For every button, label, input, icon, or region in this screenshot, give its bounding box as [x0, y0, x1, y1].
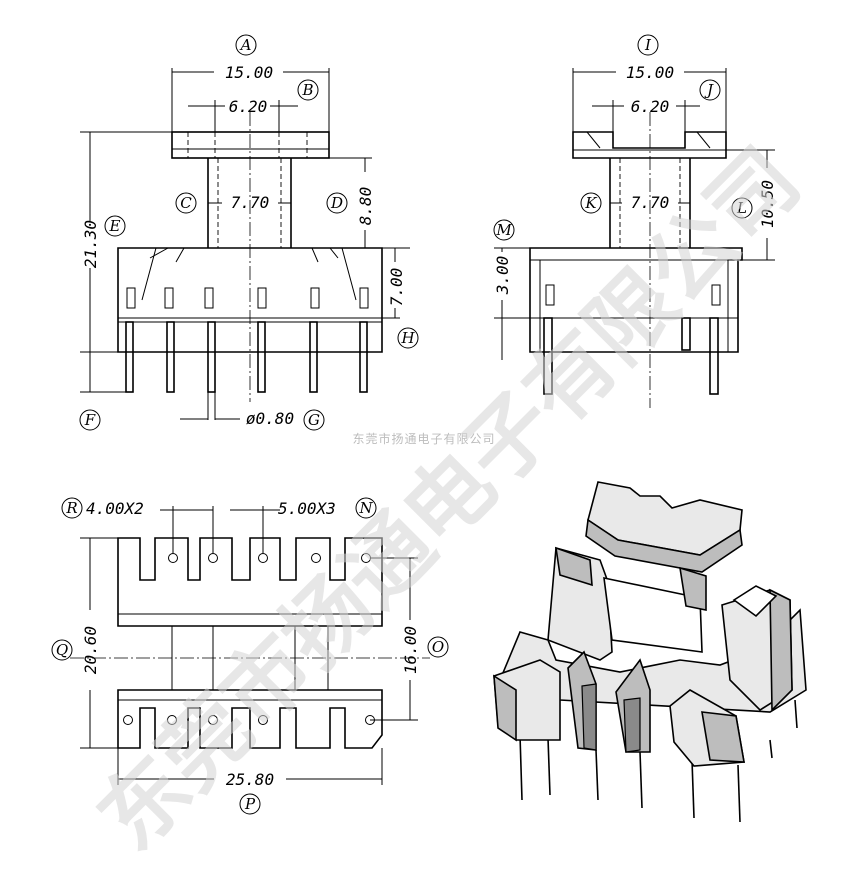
dim-b-value: 6.20 [229, 97, 268, 116]
dim-n-value: 5.00X3 [278, 499, 336, 518]
label-m: M [495, 221, 512, 239]
label-l: L [736, 199, 747, 217]
isometric-view [493, 481, 807, 823]
dim-i-value: 15.00 [626, 63, 674, 82]
dim-c-value: 7.70 [231, 193, 270, 212]
label-g: G [308, 411, 320, 429]
label-j: J [704, 81, 714, 99]
dim-p-value: 25.80 [226, 770, 274, 789]
label-d: D [330, 194, 343, 212]
dim-q-value: 20.60 [81, 626, 100, 674]
dim-a-value: 15.00 [225, 63, 273, 82]
dim-l-value: 10.50 [758, 180, 777, 228]
dim-m-value: 3.00 [493, 256, 512, 296]
label-i: I [644, 36, 652, 54]
label-c: C [180, 194, 192, 212]
dim-r-value: 4.00X2 [86, 499, 144, 518]
bottom-view: R 4.00X2 5.00X3 N 20.60 Q 16.00 O 25.80 … [51, 497, 449, 815]
label-e: E [109, 217, 121, 235]
label-a: A [239, 36, 252, 54]
label-o: O [432, 638, 444, 656]
dim-g-value: ø0.80 [246, 409, 294, 428]
label-b: B [301, 81, 313, 99]
label-r: R [65, 499, 77, 517]
label-p: P [244, 795, 256, 813]
front-view: 15.00 A 6.20 B 7.70 C 8.80 D 21.30 E [79, 34, 419, 431]
label-q: Q [56, 641, 68, 659]
dim-d-value: 8.80 [356, 187, 375, 226]
dim-j-value: 6.20 [631, 97, 670, 116]
label-k: K [584, 194, 597, 212]
dim-o-value: 16.00 [401, 626, 420, 674]
dim-e-value: 21.30 [81, 220, 100, 268]
label-h: H [400, 329, 415, 347]
side-view: 15.00 I 6.20 J 7.70 K 10.50 L 3.00 M [493, 34, 777, 408]
dim-h-value: 7.00 [387, 268, 406, 307]
dim-k-value: 7.70 [631, 193, 670, 212]
label-f: F [84, 411, 96, 429]
label-n: N [358, 499, 373, 517]
watermark-text-small: 东莞市扬通电子有限公司 [352, 431, 495, 446]
